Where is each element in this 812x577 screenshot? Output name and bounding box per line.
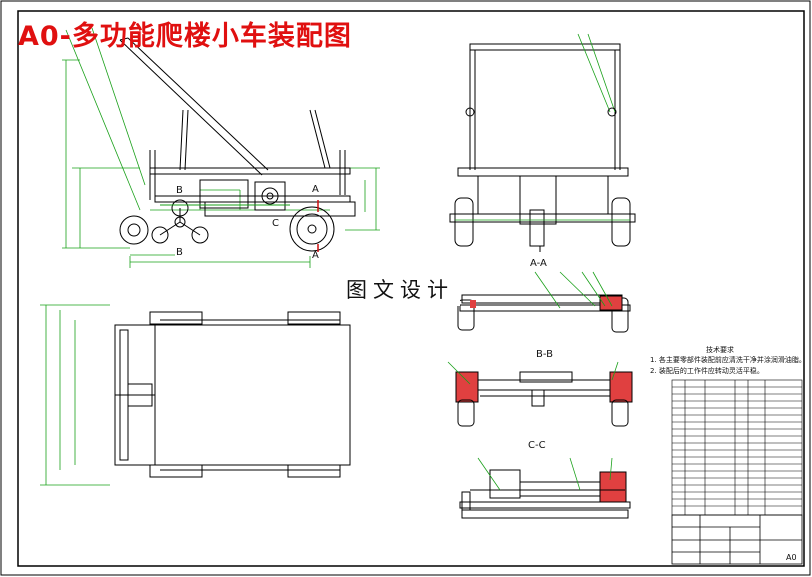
- section-label-b-b: B-B: [536, 349, 553, 360]
- section-label-a-a: A-A: [530, 258, 547, 269]
- parts-list: [671, 379, 803, 516]
- front-view: [62, 27, 380, 268]
- drawing-title: A0-多功能爬楼小车装配图: [18, 21, 352, 52]
- section-mark-c: C: [272, 218, 279, 229]
- requirement-item-2: 2. 装配后的工作件应转动灵活平稳。: [650, 367, 764, 375]
- section-a-a: [457, 271, 631, 333]
- sheet-size-label: A0: [786, 553, 797, 562]
- side-view: [449, 33, 636, 252]
- inner-border: [17, 10, 805, 567]
- section-mark-b-top: B: [176, 185, 183, 196]
- section-mark-a-bottom: A: [312, 250, 319, 261]
- requirement-item-1: 1. 各主要零部件装配前应清洗干净并涂润滑油脂。: [650, 356, 806, 364]
- watermark-text: 图文设计: [340, 272, 460, 306]
- section-c-c: [459, 457, 631, 519]
- requirements-title: 技术要求: [706, 346, 734, 354]
- section-mark-a-top: A: [312, 184, 319, 195]
- top-view: [40, 304, 351, 486]
- section-b-b: [447, 361, 633, 427]
- section-label-c-c: C-C: [528, 440, 546, 451]
- section-mark-b-bottom: B: [176, 247, 183, 258]
- title-block: [671, 514, 803, 565]
